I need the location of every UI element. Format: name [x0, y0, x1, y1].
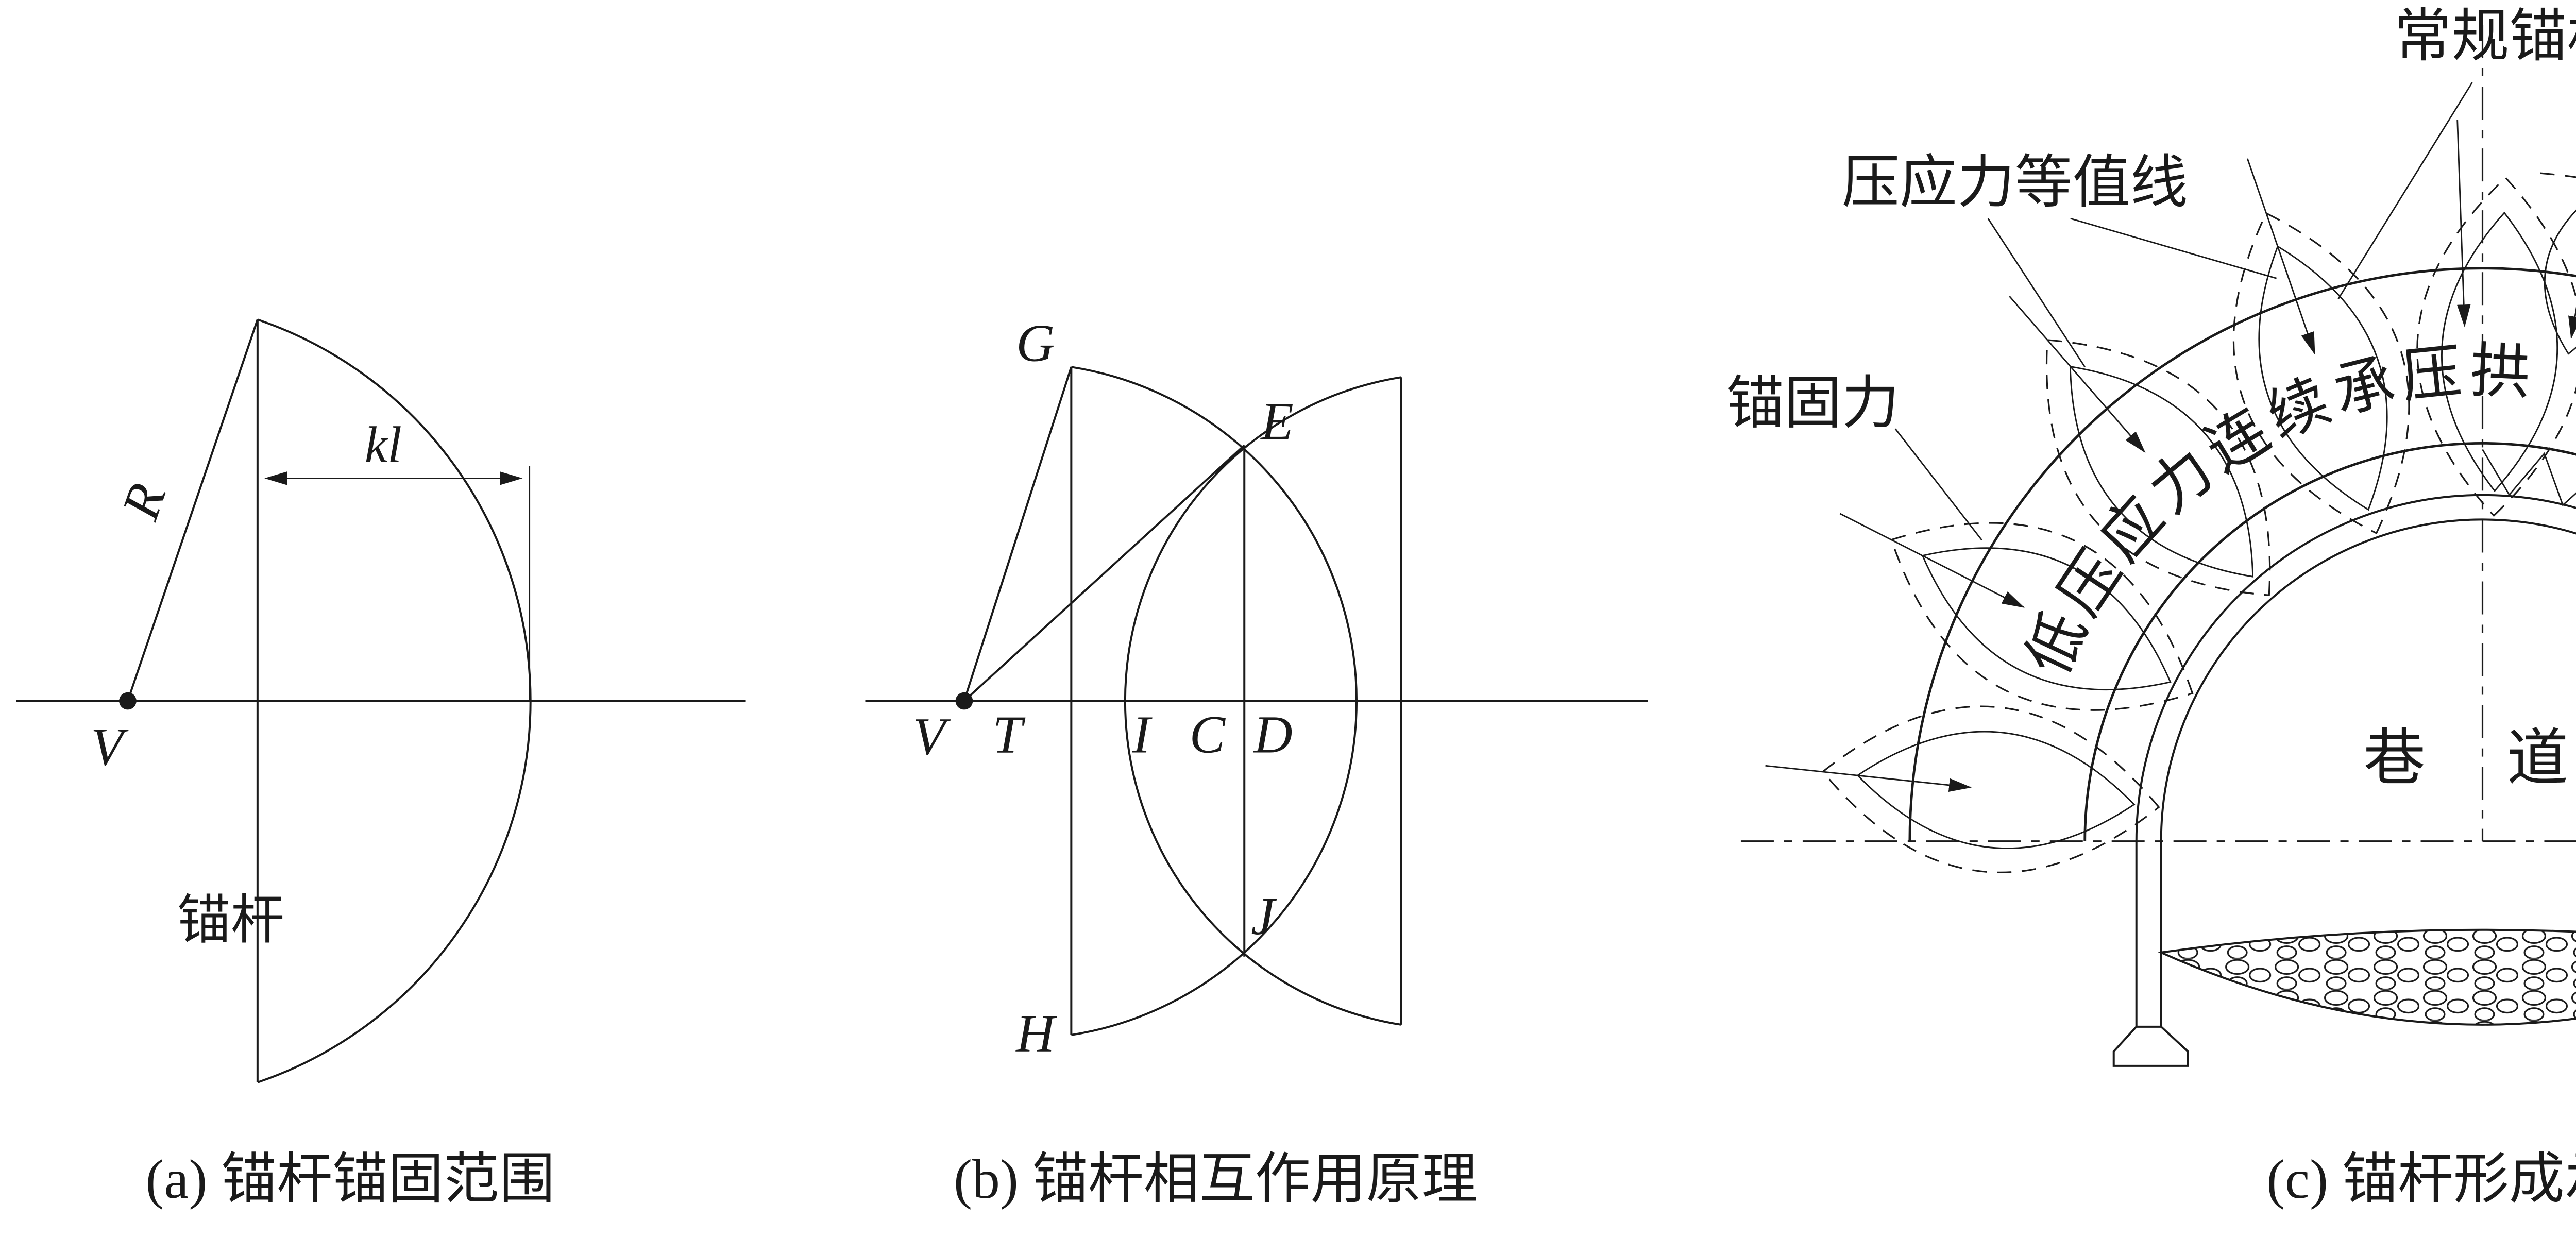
stress-contour-line: [1890, 522, 2194, 711]
bolt-arrow: [1765, 765, 1972, 792]
label-roadway-tunnel: 巷 道: [2364, 724, 2576, 793]
stress-petals-right: [2544, 209, 2576, 355]
stress-contour-line: [1821, 705, 2160, 873]
bolt-arrow: [1839, 513, 2025, 608]
label-compressive-stress-contour: 压应力等值线: [1842, 151, 2188, 215]
label-h: H: [1015, 1004, 1057, 1063]
bolt-arrow: [2568, 307, 2576, 340]
label-e: E: [1260, 392, 1294, 451]
bolt-arrow: [2246, 158, 2315, 355]
figure-b-right-range-arc: [1124, 376, 1401, 1026]
bolt-arrow: [2456, 120, 2471, 328]
leader-stress-contour: [2070, 217, 2277, 279]
stress-contour-line: [2232, 212, 2410, 534]
bolt-arrows-right: [2568, 307, 2576, 340]
figure-c-caption: (c) 锚杆形成承压拱原理: [2266, 1149, 2576, 1210]
lining-inner-arc: [2160, 518, 2576, 841]
label-anchoring-force: 锚固力: [1726, 371, 1900, 435]
figure-a-anchoring-range-arc: [257, 318, 532, 1083]
bolt-arrow: [2009, 296, 2146, 453]
figure-a-label-v: V: [91, 718, 129, 777]
figure-b-caption: (b) 锚杆相互作用原理: [954, 1149, 1478, 1210]
leader-anchor-force: [1894, 428, 1982, 541]
label-j: J: [1251, 887, 1277, 946]
line-v-to-g: [963, 366, 1073, 702]
lining-outer-arc: [2135, 494, 2576, 841]
label-conventional-bolt: 常规锚杆: [2394, 5, 2576, 69]
leader-stress-contour: [1987, 218, 2086, 368]
figure-a-anchoring-range: R kl V 锚杆 (a) 锚杆锚固范围: [16, 318, 746, 1210]
low-pressure-arch-curved-text-wrap: 低压应力连续承压拱: [2014, 338, 2537, 685]
label-kl: kl: [365, 416, 402, 473]
line-v-to-e: [963, 444, 1245, 702]
stress-petal: [2544, 209, 2576, 355]
figure-a-anchor-point-dot: [119, 692, 137, 710]
label-d: D: [1253, 705, 1293, 765]
bolt-arrows-left: [1765, 120, 2471, 792]
stress-petal: [1856, 731, 2136, 849]
figure-a-radius-line: [127, 319, 259, 702]
floor-ballast-gravel: [2157, 928, 2576, 1026]
label-i: I: [1132, 705, 1153, 765]
pressure-arch-outer-boundary: [1908, 266, 2576, 841]
figure-b-left-range-arc: [1071, 366, 1358, 1036]
figure-b-bolt-interaction: G E V T I C D J H (b) 锚杆相互作用原理: [865, 313, 1649, 1210]
stress-petal: [2441, 211, 2558, 492]
label-anchor-bolt: 锚杆: [177, 891, 284, 950]
figure-b-label-v: V: [913, 707, 951, 767]
stress-contours-left: [1821, 176, 2576, 873]
stress-contour-line: [2046, 339, 2271, 597]
figure-c-pressure-arch: 低压应力连续承压拱 高压应力连续承压拱 常规锚杆 密集高强锚杆 压应力等值线 锚…: [1726, 5, 2576, 1210]
low-pressure-arch-text: 低压应力连续承压拱: [2014, 338, 2531, 685]
figure-a-caption: (a) 锚杆锚固范围: [145, 1149, 555, 1210]
stress-contour-line: [2416, 176, 2576, 517]
leader-conventional-bolt: [2337, 82, 2473, 299]
label-g: G: [1016, 313, 1055, 372]
label-radius-r: R: [110, 476, 177, 527]
left-wall-footing: [2112, 1025, 2189, 1067]
pressure-arch-inner-boundary: [2083, 442, 2576, 841]
label-c: C: [1190, 705, 1226, 765]
label-t: T: [992, 705, 1025, 765]
